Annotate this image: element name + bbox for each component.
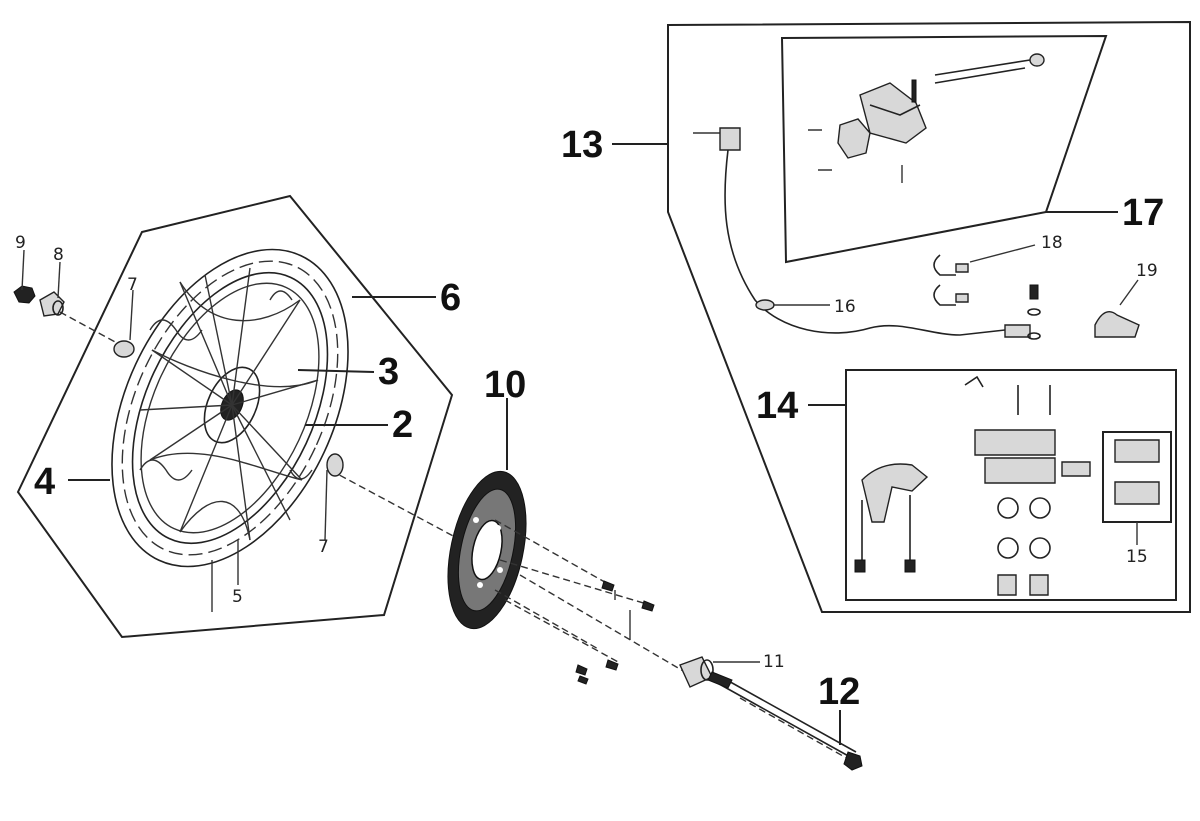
brake-system-outline xyxy=(667,20,1191,613)
part-12-axle xyxy=(707,671,863,771)
disc-bolts xyxy=(494,519,655,685)
callout-7a: 7 xyxy=(127,275,138,295)
callout-8: 8 xyxy=(53,245,64,265)
brake-hose xyxy=(693,127,1031,338)
callout-7b: 7 xyxy=(318,537,329,557)
callout-19: 19 xyxy=(1136,261,1158,281)
caliper-parts xyxy=(854,375,1160,596)
callout-13: 13 xyxy=(561,124,603,166)
master-cylinder-parts xyxy=(808,53,1045,183)
master-cylinder-box xyxy=(780,34,1108,264)
wheel-group-outline xyxy=(16,194,454,639)
caliper-box xyxy=(845,369,1177,601)
front-wheel xyxy=(111,248,349,568)
callout-3: 3 xyxy=(378,351,399,393)
callout-18: 18 xyxy=(1041,233,1063,253)
part-18-clips xyxy=(933,254,969,306)
part-11-collar xyxy=(679,656,714,688)
part-7-bearing-right xyxy=(326,453,344,477)
callout-5: 5 xyxy=(232,587,243,607)
callout-16: 16 xyxy=(834,297,856,317)
part-9-nut xyxy=(13,285,36,304)
callout-9: 9 xyxy=(15,233,26,253)
callout-6: 6 xyxy=(440,277,461,319)
axle-centerline xyxy=(59,311,851,761)
callout-4: 4 xyxy=(34,461,55,503)
callout-11: 11 xyxy=(763,652,785,672)
callout-15: 15 xyxy=(1126,547,1148,567)
part-7-bearing-left xyxy=(113,340,135,358)
callout-2: 2 xyxy=(392,404,413,446)
brake-disc xyxy=(447,470,527,630)
part-19-clamp xyxy=(1094,311,1140,338)
callout-12: 12 xyxy=(818,671,860,713)
callout-17: 17 xyxy=(1122,192,1164,234)
callout-14: 14 xyxy=(756,385,798,427)
callout-10: 10 xyxy=(484,364,526,406)
